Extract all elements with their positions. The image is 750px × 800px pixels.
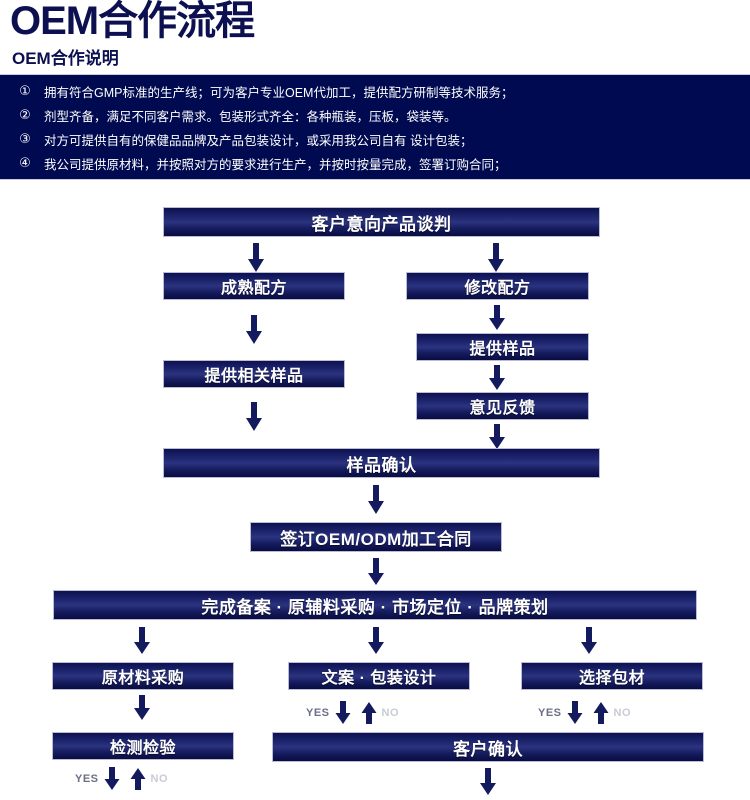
- flow-node-copywriting-package-design[interactable]: 文案 · 包装设计: [288, 662, 470, 690]
- arrow-down-icon: [486, 305, 508, 335]
- arrow-down-icon: [245, 243, 267, 273]
- flow-node-sample-confirm[interactable]: 样品确认: [163, 448, 600, 478]
- flowchart: 客户意向产品谈判 成熟配方 修改配方 提供样品 提供相关样品 意见反馈 样品确认…: [0, 180, 750, 800]
- branch-label-no: NO: [613, 707, 632, 719]
- info-list-item: ① 拥有符合GMP标准的生产线；可为客户专业OEM代加工，提供配方研制等技术服务…: [14, 79, 750, 103]
- arrow-up-icon: [360, 701, 378, 725]
- arrow-down-icon: [566, 701, 584, 725]
- arrow-down-icon: [131, 627, 153, 657]
- arrow-down-icon: [365, 627, 387, 657]
- circled-number-4-icon: ④: [19, 155, 31, 170]
- flow-node-provide-sample[interactable]: 提供样品: [416, 333, 589, 361]
- info-list-item: ③ 对方可提供自有的保健品品牌及产品包装设计，或采用我公司自有 设计包装；: [14, 127, 750, 151]
- branch-label-yes: YES: [306, 707, 330, 719]
- branch-yes-no-packaging: YES NO: [538, 701, 632, 725]
- flow-node-raw-material-purchase[interactable]: 原材料采购: [52, 662, 234, 690]
- arrow-down-icon: [103, 767, 121, 791]
- branch-label-yes: YES: [538, 707, 562, 719]
- flow-node-provide-related-sample[interactable]: 提供相关样品: [163, 360, 345, 388]
- branch-yes-no-copywriting: YES NO: [306, 701, 400, 725]
- branch-yes-no-inspection: YES NO: [75, 767, 169, 791]
- flow-node-select-packaging[interactable]: 选择包材: [521, 662, 703, 690]
- arrow-down-icon: [485, 243, 507, 273]
- arrow-up-icon: [129, 767, 147, 791]
- arrow-down-icon: [365, 558, 387, 588]
- flow-node-mature-formula[interactable]: 成熟配方: [163, 272, 345, 300]
- info-item-text: 我公司提供原材料，并按照对方的要求进行生产，并按时按量完成，签署订购合同；: [44, 157, 507, 172]
- arrow-down-icon: [486, 365, 508, 395]
- arrow-down-icon: [477, 768, 499, 798]
- arrow-down-icon: [243, 402, 265, 432]
- info-list-item: ④ 我公司提供原材料，并按照对方的要求进行生产，并按时按量完成，签署订购合同；: [14, 151, 750, 175]
- arrow-down-icon: [578, 627, 600, 657]
- flow-node-inspection-test[interactable]: 检测检验: [52, 732, 234, 760]
- info-list-item: ② 剂型齐备，满足不同客户需求。包装形式齐全：各种瓶装，压板，袋装等。: [14, 103, 750, 127]
- page-subtitle: OEM合作说明: [12, 49, 119, 68]
- flow-node-customer-confirm[interactable]: 客户确认: [272, 732, 704, 762]
- flow-node-feedback[interactable]: 意见反馈: [416, 392, 589, 420]
- circled-number-2-icon: ②: [19, 107, 31, 122]
- flow-node-sign-contract[interactable]: 签订OEM/ODM加工合同: [250, 522, 502, 552]
- flow-node-filing-procurement-positioning-branding[interactable]: 完成备案 · 原辅料采购 · 市场定位 · 品牌策划: [53, 590, 697, 620]
- arrow-down-icon: [486, 424, 508, 454]
- info-item-text: 拥有符合GMP标准的生产线；可为客户专业OEM代加工，提供配方研制等技术服务；: [44, 85, 514, 100]
- flow-node-modify-formula[interactable]: 修改配方: [406, 272, 589, 300]
- arrow-down-icon: [131, 695, 153, 725]
- arrow-down-icon: [334, 701, 352, 725]
- arrow-up-icon: [592, 701, 610, 725]
- arrow-down-icon: [243, 315, 265, 345]
- branch-label-no: NO: [150, 773, 169, 785]
- branch-label-no: NO: [381, 707, 400, 719]
- info-band: ① 拥有符合GMP标准的生产线；可为客户专业OEM代加工，提供配方研制等技术服务…: [0, 74, 750, 180]
- info-item-text: 剂型齐备，满足不同客户需求。包装形式齐全：各种瓶装，压板，袋装等。: [44, 109, 457, 124]
- branch-label-yes: YES: [75, 773, 99, 785]
- info-item-text: 对方可提供自有的保健品品牌及产品包装设计，或采用我公司自有 设计包装；: [44, 133, 473, 148]
- circled-number-3-icon: ③: [19, 131, 31, 146]
- flow-node-customer-negotiation[interactable]: 客户意向产品谈判: [163, 207, 600, 237]
- circled-number-1-icon: ①: [19, 83, 31, 98]
- arrow-down-icon: [365, 485, 387, 515]
- page-title: OEM合作流程: [10, 0, 255, 43]
